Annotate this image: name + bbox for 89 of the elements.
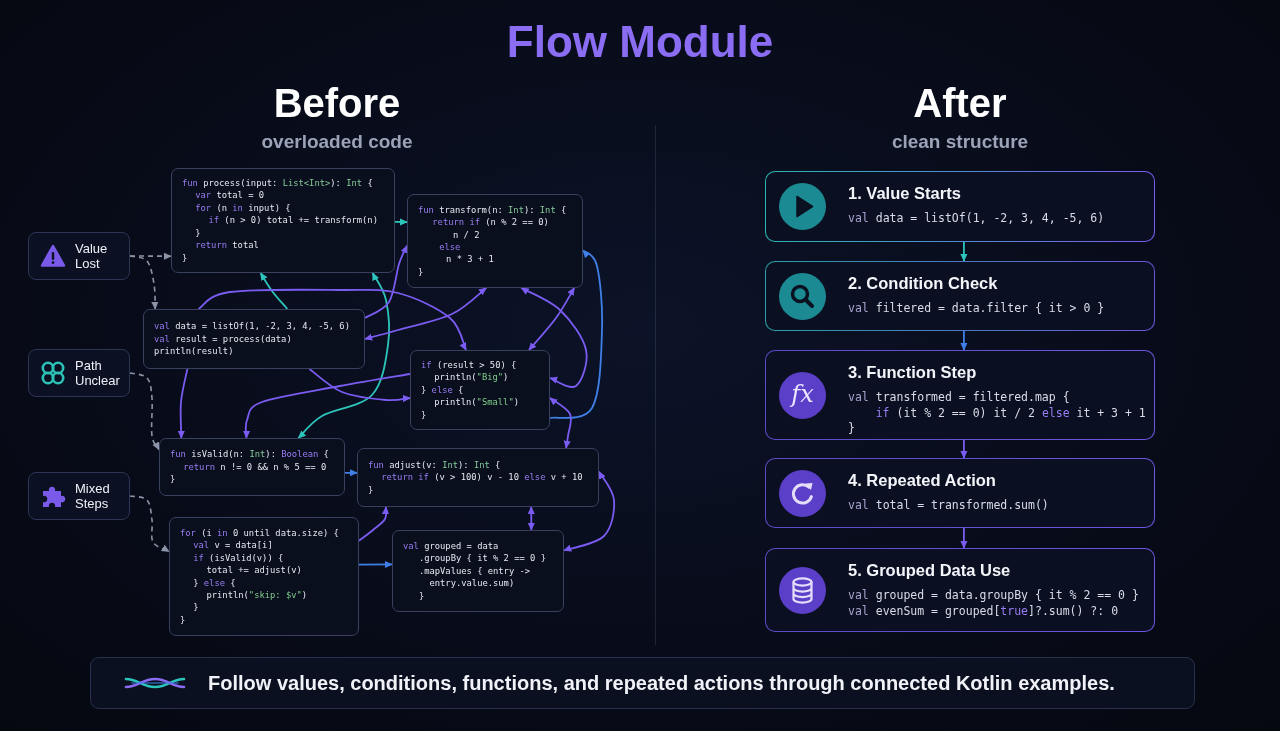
- arrow: [259, 272, 289, 310]
- arrow: [242, 373, 411, 439]
- code-line: return if (n % 2 == 0): [432, 216, 549, 229]
- section-heading: Before: [273, 80, 401, 126]
- code-line: fun adjust(v: Int): Int {: [368, 458, 501, 472]
- arrow: [344, 469, 358, 477]
- step-title: 3. Function Step: [848, 362, 977, 382]
- code-line: val filtered = data.filter { it > 0 }: [848, 301, 1105, 317]
- arrow: [528, 287, 576, 351]
- code-line: fun isValid(n: Int): Boolean {: [170, 448, 329, 461]
- arrow: [960, 330, 968, 351]
- code-line: }: [418, 589, 425, 602]
- arrow: [177, 368, 189, 439]
- code-line: } else {: [193, 576, 236, 589]
- arrow: [520, 287, 588, 389]
- arrow: [197, 288, 467, 351]
- code-line: }: [418, 265, 424, 279]
- code-line: .groupBy { it % 2 == 0 }: [418, 552, 546, 565]
- section-subtitle: overloaded code: [261, 131, 413, 153]
- code-line: for (i in 0 until data.size) {: [180, 526, 339, 540]
- arrow: [549, 249, 604, 419]
- step-title: 2. Condition Check: [848, 273, 998, 293]
- code-line: }: [848, 421, 855, 437]
- code-line: for (n in input) {: [195, 201, 291, 215]
- code-line: val grouped = data.groupBy { it % 2 == 0 }: [848, 588, 1139, 604]
- issue-label: Path Unclear: [75, 358, 120, 388]
- code-line: return n != 0 && n % 5 == 0: [183, 460, 327, 474]
- arrow: [297, 272, 390, 439]
- code-line: .mapValues { entry ->: [418, 564, 531, 578]
- code-line: val total = transformed.sum(): [848, 498, 1049, 514]
- code-line: fun transform(n: Int): Int {: [418, 203, 567, 217]
- code-line: var total = 0: [195, 189, 265, 202]
- code-line: val transformed = filtered.map {: [848, 390, 1070, 406]
- code-line: n * 3 + 1: [446, 253, 494, 266]
- step-title: 4. Repeated Action: [848, 470, 996, 490]
- dashed-arrow: [129, 495, 170, 553]
- code-line: return if (v > 100) v - 10 else v + 10: [381, 471, 583, 484]
- code-line: else: [439, 241, 461, 254]
- arrow: [308, 368, 411, 403]
- arrow: [358, 560, 393, 569]
- code-line: total += adjust(v): [206, 564, 302, 577]
- arrow: [364, 287, 488, 341]
- fx-symbol: fx: [779, 371, 826, 419]
- dashed-arrow: [129, 252, 172, 260]
- code-line: println("Small"): [434, 396, 519, 409]
- page-title: Flow Module: [506, 16, 774, 68]
- code-line: }: [195, 226, 201, 240]
- arrow: [364, 244, 408, 319]
- code-line: val data = listOf(1, -2, 3, 4, -5, 6): [154, 320, 350, 333]
- arrow: [549, 397, 572, 449]
- code-line: if (result > 50) {: [421, 359, 517, 372]
- arrow: [960, 527, 968, 549]
- footer-text: Follow values, conditions, functions, and repeated actions through connected Kotlin examples.: [208, 671, 1115, 695]
- code-line: val data = listOf(1, -2, 3, 4, -5, 6): [848, 211, 1105, 227]
- code-line: }: [368, 483, 374, 497]
- code-line: if (it % 2 == 0) it / 2 else it + 3 + 1: [875, 405, 1146, 421]
- code-line: }: [182, 251, 188, 264]
- code-line: fun process(input: List<Int>): Int {: [182, 177, 373, 190]
- code-line: println("skip: $v"): [206, 588, 308, 602]
- code-line: val grouped = data: [403, 540, 499, 553]
- step-title: 1. Value Starts: [848, 183, 961, 203]
- code-line: println(result): [154, 345, 234, 358]
- step-title: 5. Grouped Data Use: [848, 560, 1011, 580]
- arrow: [394, 218, 408, 226]
- section-heading: After: [913, 80, 1007, 126]
- code-line: entry.value.sum): [429, 577, 515, 590]
- code-line: }: [421, 408, 427, 421]
- arrow: [960, 241, 968, 262]
- dashed-arrow: [129, 372, 160, 451]
- dashed-arrow: [129, 255, 159, 310]
- issue-label: Value Lost: [75, 241, 108, 271]
- arrow: [358, 506, 390, 542]
- code-line: }: [180, 613, 186, 627]
- code-line: val evenSum = grouped[true]?.sum() ?: 0: [848, 603, 1119, 619]
- arrow: [563, 470, 616, 552]
- code-line: if (isValid(v)) {: [193, 551, 284, 565]
- code-line: println("Big"): [434, 371, 509, 384]
- arrow: [527, 506, 535, 531]
- arrow: [960, 439, 968, 459]
- code-line: n / 2: [452, 228, 480, 241]
- code-line: }: [193, 601, 199, 614]
- code-line: } else {: [421, 383, 464, 397]
- code-line: val v = data[i]: [193, 539, 273, 552]
- code-line: return total: [195, 239, 259, 252]
- section-subtitle: clean structure: [891, 131, 1029, 153]
- code-line: }: [170, 473, 176, 486]
- code-line: if (n > 0) total += transform(n): [208, 214, 378, 227]
- code-line: val result = process(data): [154, 332, 292, 346]
- issue-label: Mixed Steps: [75, 481, 110, 511]
